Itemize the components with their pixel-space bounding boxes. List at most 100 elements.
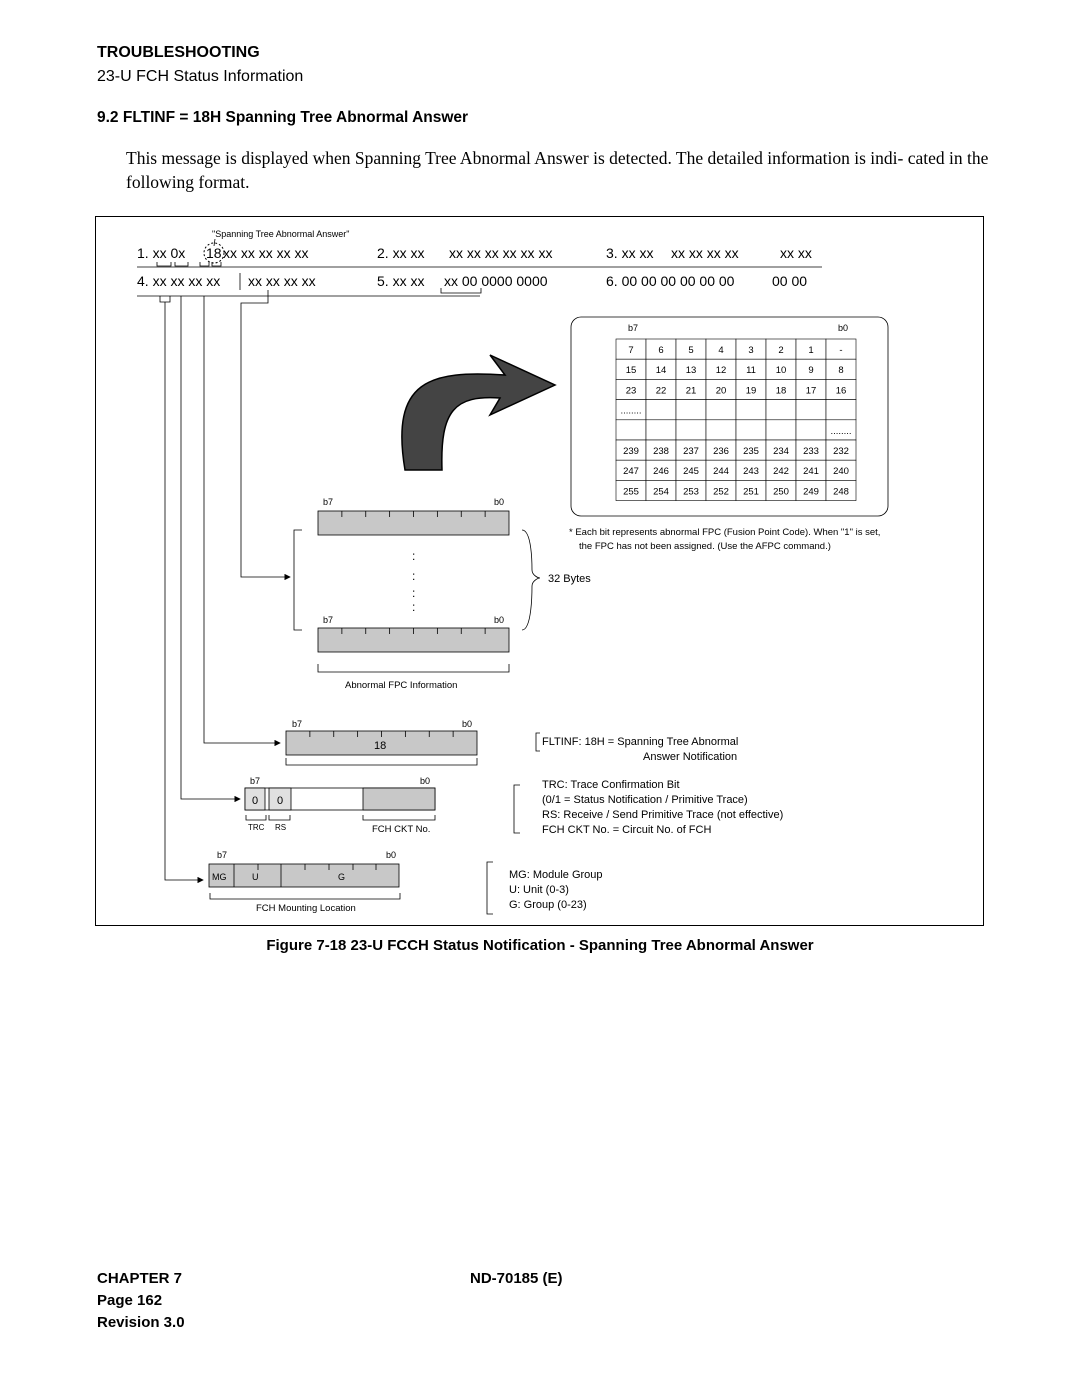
rs-label: RS	[275, 823, 286, 832]
mg-bit-high: b7	[217, 850, 227, 860]
fpc-cell-value: 19	[746, 385, 757, 396]
fpc-cell-value: 255	[623, 486, 639, 497]
fpc-cell	[765, 399, 797, 421]
mg-desc-3: G: Group (0-23)	[509, 899, 587, 911]
fpc-cell-value: 241	[803, 466, 819, 477]
footer-doc-id: ND-70185 (E)	[470, 1270, 563, 1287]
msg-line1-a: 1. xx 0x	[137, 245, 185, 261]
fpc-byte1-bit-low: b0	[494, 497, 504, 507]
msg-line1-f: 3. xx xx	[606, 245, 653, 261]
fpc-cell	[705, 399, 737, 421]
trc-label: TRC	[248, 823, 265, 832]
fpc-cell-value: 10	[776, 365, 787, 376]
fpc-cell-value: 245	[683, 466, 699, 477]
fpc-cell-value: 238	[653, 446, 669, 457]
fpc-cell-value: 237	[683, 446, 699, 457]
fpc-cell-value: 6	[658, 345, 663, 356]
fpc-cell-value: 232	[833, 446, 849, 457]
fpc-cell-value: 239	[623, 446, 639, 457]
mg-desc-2: U: Unit (0-3)	[509, 884, 569, 896]
fpc-cell-value: 234	[773, 446, 789, 457]
g-label: G	[338, 872, 345, 882]
fpc-cell-value: 8	[838, 365, 843, 376]
fpc-cell-value: 12	[716, 365, 727, 376]
fltinf-bit-high: b7	[292, 719, 302, 729]
fpc-cell-value: 249	[803, 486, 819, 497]
mg-desc-1: MG: Module Group	[509, 869, 603, 881]
fpc-byte2-bit-high: b7	[323, 615, 333, 625]
bytes-label: 32 Bytes	[548, 573, 591, 585]
fpc-cell-value: 253	[683, 486, 699, 497]
fpc-cell-value: 17	[806, 385, 817, 396]
trc-bit-cell	[244, 787, 266, 811]
fpc-cell-value: 233	[803, 446, 819, 457]
fpc-cell	[675, 419, 707, 441]
fch-mounting-label: FCH Mounting Location	[256, 903, 356, 914]
fpc-cell-value: 18	[776, 385, 787, 396]
fltinf-bit-low: b0	[462, 719, 472, 729]
fpc-cell	[615, 419, 647, 441]
fltinf-byte	[285, 730, 478, 756]
fpc-cell-value: 236	[713, 446, 729, 457]
rs-bit-cell	[268, 787, 292, 811]
fpc-cell	[735, 419, 767, 441]
mg-label: MG	[212, 872, 227, 882]
fpc-cell-value: 23	[626, 385, 637, 396]
footer-chapter: CHAPTER 7	[97, 1270, 183, 1287]
fpc-first-byte	[317, 510, 510, 536]
curved-arrow-icon	[401, 354, 557, 471]
fpc-cell-value: 9	[808, 365, 813, 376]
fpc-cell-value: 246	[653, 466, 669, 477]
msg-line1-g: xx xx xx xx	[671, 245, 739, 261]
trc-desc-2: (0/1 = Status Notification / Primitive T…	[542, 794, 748, 806]
trc-desc-1: TRC: Trace Confirmation Bit	[542, 779, 680, 791]
fpc-cell-value: 248	[833, 486, 849, 497]
mg-byte	[208, 863, 400, 888]
fpc-note-line2: the FPC has not been assigned. (Use the …	[579, 541, 831, 552]
fpc-cell-value: 15	[626, 365, 637, 376]
fpc-cell-value: 13	[686, 365, 697, 376]
msg-line1-h: xx xx	[780, 245, 812, 261]
fpc-cell-value: 14	[656, 365, 667, 376]
fpc-cell-value: 3	[748, 345, 753, 356]
msg-line1-d: 2. xx xx	[377, 245, 424, 261]
section-heading: 9.2 FLTINF = 18H Spanning Tree Abnormal …	[97, 109, 469, 126]
fpc-cell	[795, 399, 827, 421]
fpc-cell-value: 235	[743, 446, 759, 457]
bytes-brace	[521, 529, 541, 631]
fch-ckt-label: FCH CKT No.	[372, 824, 430, 835]
fpc-cell	[645, 419, 677, 441]
fltinf-desc-line1: FLTINF: 18H = Spanning Tree Abnormal	[542, 736, 738, 748]
fpc-cell-value: 247	[623, 466, 639, 477]
fpc-cell-value: 254	[653, 486, 669, 497]
section-paragraph: This message is displayed when Spanning …	[126, 148, 989, 192]
msg-line2-a: 4. xx xx xx xx	[137, 273, 220, 289]
u-label: U	[252, 872, 259, 882]
callout-label: "Spanning Tree Abnormal Answer"	[212, 229, 349, 239]
fpc-cell-value: 5	[688, 345, 693, 356]
fpc-cell-value: 16	[836, 385, 847, 396]
msg-line1-e: xx xx xx xx xx xx	[449, 245, 552, 261]
fpc-note-line1: * Each bit represents abnormal FPC (Fusi…	[569, 527, 880, 538]
fpc-cell	[675, 399, 707, 421]
byte-ellipsis-4: :	[412, 600, 415, 614]
footer-revision: Revision 3.0	[97, 1314, 185, 1331]
fpc-cell-value: -	[839, 345, 842, 356]
abnormal-fpc-label: Abnormal FPC Information	[345, 680, 457, 691]
fpc-cell	[705, 419, 737, 441]
msg-line2-c: 5. xx xx	[377, 273, 424, 289]
msg-line1-b: 18	[206, 245, 222, 261]
trc-value: 0	[252, 795, 258, 807]
fpc-cell-value: 250	[773, 486, 789, 497]
fpc-cell-value: 7	[628, 345, 633, 356]
fpc-cell-value: 240	[833, 466, 849, 477]
header-title: TROUBLESHOOTING	[97, 44, 260, 61]
figure-caption: Figure 7-18 23-U FCCH Status Notificatio…	[266, 937, 814, 954]
fpc-cell	[795, 419, 827, 441]
footer-page: Page 162	[97, 1292, 163, 1309]
figure-frame	[95, 216, 984, 926]
fpc-byte2-bit-low: b0	[494, 615, 504, 625]
fpc-cell-value: 11	[746, 365, 756, 376]
